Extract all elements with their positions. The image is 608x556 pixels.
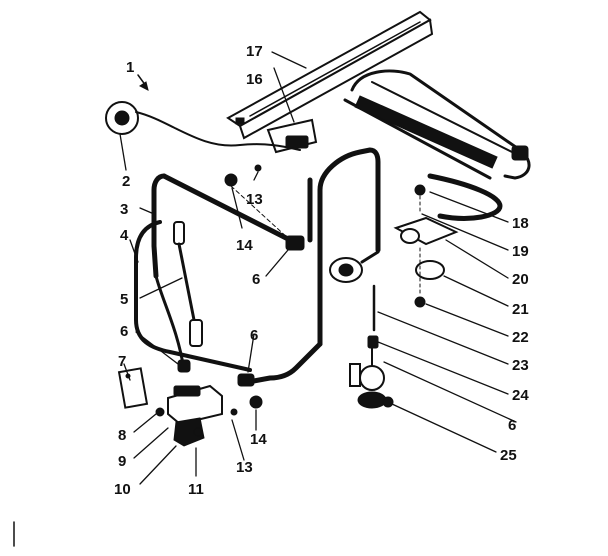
main-valve-assembly <box>117 367 223 447</box>
label-part-22: 22 <box>512 329 529 346</box>
igniter-part-25 <box>349 363 394 409</box>
label-part-8: 8 <box>118 427 126 444</box>
thermostat-bulb-part-5 <box>154 221 203 372</box>
label-part-20: 20 <box>512 271 529 288</box>
label-part-16: 16 <box>246 71 263 88</box>
leader-lines <box>13 51 517 547</box>
label-part-4: 4 <box>120 227 129 244</box>
label-part-21: 21 <box>512 301 529 318</box>
burner-assembly <box>343 69 531 180</box>
label-part-11: 11 <box>188 481 204 498</box>
label-part-13-lower: 13 <box>236 459 253 476</box>
label-part-10: 10 <box>114 481 131 498</box>
label-part-13-upper: 13 <box>246 191 263 208</box>
label-part-14-lower: 14 <box>250 431 267 448</box>
label-part-25: 25 <box>500 447 517 464</box>
label-part-5: 5 <box>120 291 128 308</box>
label-part-23: 23 <box>512 357 529 374</box>
rail-bracket-part-17 <box>226 10 434 140</box>
bracket-part-16 <box>266 118 318 154</box>
label-part-6-right: 6 <box>508 417 516 434</box>
tube-u-center <box>307 147 381 347</box>
label-part-14-upper: 14 <box>236 237 253 254</box>
label-part-19: 19 <box>512 243 529 260</box>
label-part-17: 17 <box>246 43 263 60</box>
fittings <box>155 164 305 417</box>
label-part-6-center: 6 <box>252 271 260 288</box>
label-part-6-left: 6 <box>120 323 128 340</box>
tube-lower <box>245 341 323 385</box>
label-part-3: 3 <box>120 201 128 218</box>
tube-part-3 <box>151 173 293 279</box>
label-part-6-lower: 6 <box>250 327 258 344</box>
label-part-1: 1 <box>126 59 134 76</box>
orifice-assembly <box>329 250 380 369</box>
label-part-9: 9 <box>118 453 126 470</box>
part-labels: 1 2 3 4 5 6 6 6 6 7 8 9 10 11 13 13 14 1… <box>114 43 529 498</box>
label-part-24: 24 <box>512 387 529 404</box>
label-part-7: 7 <box>118 353 126 370</box>
burner-bracket-parts <box>393 173 503 308</box>
label-part-18: 18 <box>512 215 529 232</box>
label-part-2: 2 <box>122 173 130 190</box>
sensor-part-2 <box>105 101 301 151</box>
